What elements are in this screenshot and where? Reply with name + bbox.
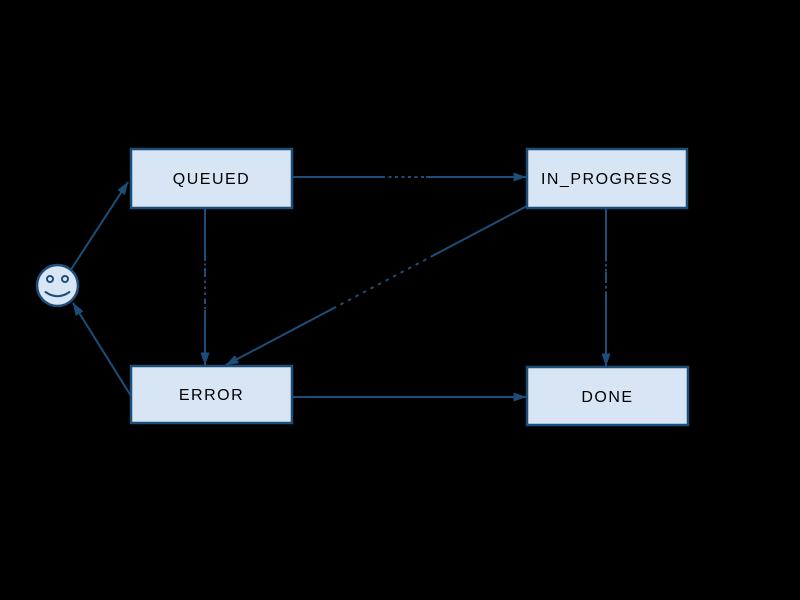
node-in-progress: IN_PROGRESS	[525, 147, 689, 210]
node-error: ERROR	[129, 364, 294, 425]
node-done-label: DONE	[581, 389, 633, 406]
smiley-head	[35, 263, 80, 308]
node-in-progress-box	[525, 147, 689, 210]
smiley-left-eye	[46, 275, 54, 283]
node-in-progress-label: IN_PROGRESS	[541, 171, 673, 188]
node-queued: QUEUED	[129, 147, 294, 210]
edge-error-to-start	[72, 302, 132, 397]
node-done-box	[525, 365, 690, 427]
smiley-right-eye	[61, 275, 69, 283]
node-done: DONE	[525, 365, 690, 427]
node-error-box	[129, 364, 294, 425]
smiley-mouth	[44, 291, 71, 298]
node-queued-label: QUEUED	[173, 171, 250, 188]
obscured-edge-label-marks	[202, 175, 608, 310]
node-error-label: ERROR	[179, 387, 244, 404]
node-queued-box	[129, 147, 294, 210]
smiley-face-icon	[35, 263, 80, 308]
edge-start-to-queued	[69, 181, 129, 272]
